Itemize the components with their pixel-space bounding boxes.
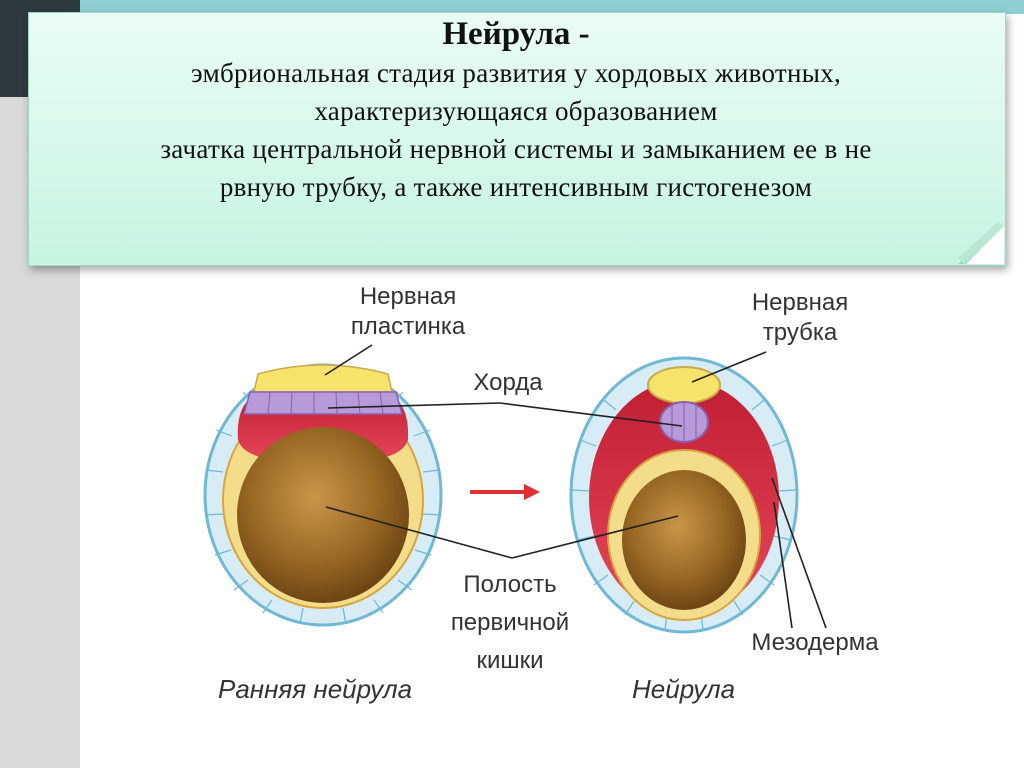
late-gut-cavity — [622, 470, 746, 610]
early-ectoderm-cells — [205, 365, 441, 625]
early-plate-cells — [267, 391, 384, 415]
definition-callout — [28, 12, 1006, 266]
page-title: Нейрула - — [28, 14, 1004, 54]
pointer-gut-right — [511, 515, 679, 559]
early-neural-plate — [253, 364, 393, 393]
pointer-gut-left — [325, 506, 513, 559]
callout-text: Нейрула - эмбриональная стадия развития … — [28, 14, 1004, 206]
label-neural-tube: Нервная трубка — [720, 288, 880, 348]
late-chord-cells — [671, 402, 697, 442]
definition-line-1: эмбриональная стадия развития у хордовых… — [190, 58, 842, 88]
label-chord: Хорда — [473, 369, 543, 396]
pointer-neural-tube — [691, 351, 767, 383]
label-neural-plate-line2: пластинка — [350, 313, 466, 340]
early-neurula-embryo — [203, 363, 443, 627]
pointer-chord-left — [327, 402, 501, 409]
title-dash: - — [578, 16, 590, 52]
label-neural-tube-line1: Нервная — [751, 289, 849, 316]
pointer-mesoderm-2 — [773, 501, 793, 629]
pointer-chord-right — [499, 402, 683, 427]
label-neural-plate-line1: Нервная — [359, 283, 457, 310]
late-ectoderm-cells — [571, 399, 797, 631]
top-band — [0, 0, 1024, 14]
definition-line-3: зачатка центральной нервной системы и за… — [160, 134, 872, 164]
definition-line-2: характеризующаяся образованием — [314, 96, 718, 126]
label-gut-cavity: Полость первичной кишки — [420, 566, 600, 680]
pointer-neural-plate — [324, 344, 373, 376]
caption-neurula: Нейрула — [632, 674, 736, 704]
caption-early-neurula: Ранняя нейрула — [218, 674, 413, 704]
label-mesoderm: Мезодерма — [751, 629, 879, 656]
late-neural-tube — [647, 366, 721, 404]
transition-arrow-icon — [470, 484, 540, 500]
neurula-embryo — [569, 356, 799, 634]
label-gut-cavity-line2: первичной — [450, 609, 570, 636]
early-chord — [243, 391, 403, 415]
early-gut-cavity — [237, 427, 409, 603]
title-word: Нейрула — [442, 16, 571, 52]
pointer-lines — [324, 344, 827, 629]
pointer-mesoderm-1 — [771, 477, 827, 629]
label-gut-cavity-line3: кишки — [476, 647, 544, 674]
label-neural-plate: Нервная пластинка — [328, 282, 488, 342]
definition-line-4: рвную трубку, а также интенсивным гистог… — [219, 172, 813, 202]
label-gut-cavity-line1: Полость — [463, 571, 557, 598]
page-curl-icon — [958, 222, 1004, 264]
label-neural-tube-line2: трубка — [762, 319, 838, 346]
